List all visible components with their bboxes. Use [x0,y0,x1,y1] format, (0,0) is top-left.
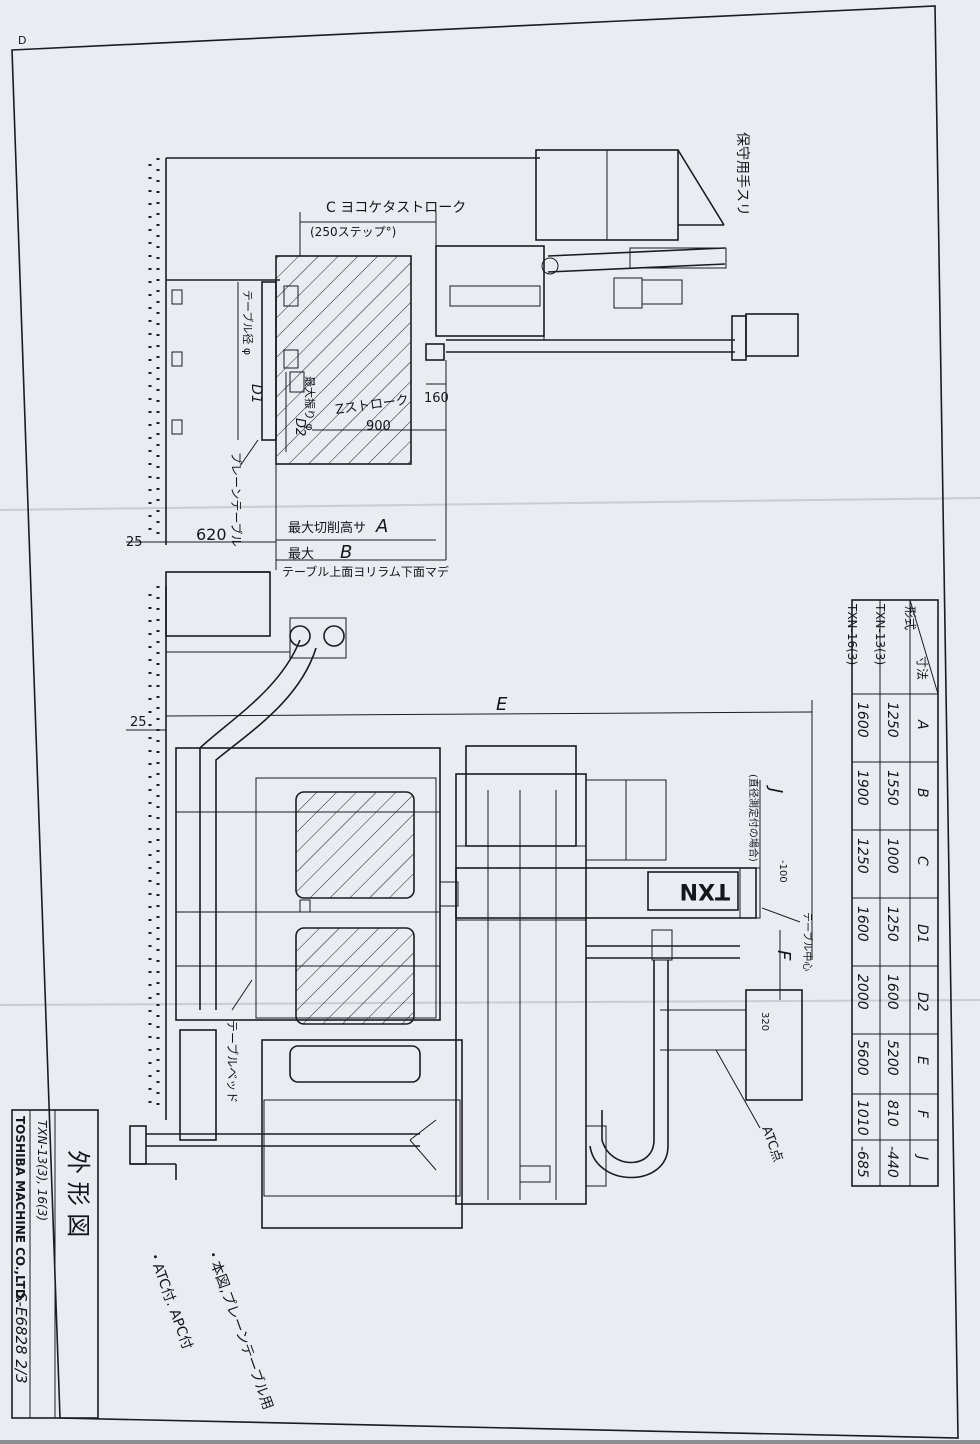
atc-box [745,989,803,1101]
d2-label: D2 [292,418,307,436]
table-center-label: テーブル中心 [801,912,814,971]
table-cell: 1000 [884,838,900,874]
max-cut-label: 最大切削高サ [288,520,366,536]
table-row-model: TXN-16(3) [845,603,859,665]
table-corner-bottom: 形式 [903,606,917,630]
pallet-2 [295,927,415,1025]
table-dia-label: テーブル径 φ [241,290,255,355]
table-cell: 1900 [854,770,870,806]
table-row-13: 1250 1550 1000 1250 1600 5200 810 -440 [884,702,900,1178]
paper-fold [0,497,980,511]
max-swing-label: 最大振り φ [303,376,317,431]
dim-160: 160 [424,391,449,406]
txn-plate-text: TXN [680,878,730,903]
table-cell: 1250 [884,702,900,738]
title-models: TXN-13(3), 16(3) [35,1120,49,1221]
txn-plate [647,871,739,911]
table-col-headers: A B C D1 D2 E F J [914,719,930,1160]
b-dim-note: テーブル上面ヨリラム下面マデ [282,564,449,579]
table-cell: 1010 [854,1100,870,1136]
table-col-header: E [914,1056,930,1065]
table-corner-top: 寸法 [915,656,929,680]
lower-view: TXN 25 E J (直径測定付の [126,571,814,1229]
floor-stipple-lower [148,586,160,1110]
c-stroke-step: (250ステップ°) [310,225,396,239]
table-col-header: A [914,719,930,730]
table-row-16: 1600 1900 1250 1600 2000 5600 1010 -685 [854,702,870,1178]
title: 外 形 図 [64,1150,92,1237]
z-stroke-value: 900 [366,419,391,434]
table-cell: 1250 [854,838,870,874]
table-cell: 810 [884,1100,900,1127]
j-dim-label: J [765,785,786,793]
table-col-header: J [914,1153,930,1160]
c-stroke-label: C ヨコケタストローク [326,200,466,216]
dim-25-lower: 25 [130,715,147,730]
table-col-header: B [914,788,930,798]
e-dim-label: E [496,694,508,715]
max-label: 最大 [288,547,314,562]
drawing-number: S-E6828 2/3 [12,1292,30,1384]
table-cell: -440 [884,1146,900,1178]
table-cell: 5200 [884,1040,900,1076]
chip-conveyor-box [165,571,271,637]
pallet-1 [295,791,415,899]
table-cell: 1600 [854,906,870,942]
floor-stipple-upper [148,158,160,540]
dim-25-upper: 25 [126,535,143,550]
dimension-table: 寸法 形式 TXN-13(3) TXN-16(3) A B C D1 D2 E … [845,599,939,1187]
e-dim-line [165,711,813,717]
corner-mark: D [18,34,26,47]
table-col-header: F [914,1110,930,1119]
a-dim-label: A [375,516,388,537]
b-dim-label: B [340,542,352,563]
table-cell: 5600 [854,1040,870,1076]
j-dim-note: (直径測定付の場合) [747,774,760,862]
upper-view: 保守用手スリ C ヨコケタストローク (250ステップ°) テーブル径 φ D1… [126,132,799,579]
table-cell: 1600 [854,702,870,738]
plain-table-label: プレーンテーブル [229,452,244,547]
coolant-tube [601,960,655,1164]
table-cell: 1600 [884,974,900,1010]
title-company: TOSHIBA MACHINE CO.,LTD. [13,1116,27,1303]
column-body [455,773,587,1205]
ram [455,867,757,919]
table-cell: -685 [854,1146,870,1178]
dim-neg100: -100 [777,860,788,883]
table-cell: 1550 [884,770,900,806]
table-cell: 2000 [854,974,870,1010]
paper-fold [0,999,980,1006]
table-row-model: TXN-13(3) [873,603,887,665]
table-col-header: D1 [914,924,930,944]
safety-rail-label: 保守用手スリ [734,132,750,216]
table-cell: 1250 [884,906,900,942]
f-dim-label: F [773,950,794,961]
table-bed-label: テーブルベッド [225,1020,240,1103]
drawing-border [11,5,959,1439]
d1-label: D1 [248,384,264,404]
dim-320: 320 [759,1012,770,1031]
title-block: 外 形 図 TXN-13(3), 16(3) TOSHIBA MACHINE C… [11,1109,99,1419]
table-col-header: C [914,856,930,866]
table-col-header: D2 [914,992,930,1012]
dim-620: 620 [196,525,227,544]
